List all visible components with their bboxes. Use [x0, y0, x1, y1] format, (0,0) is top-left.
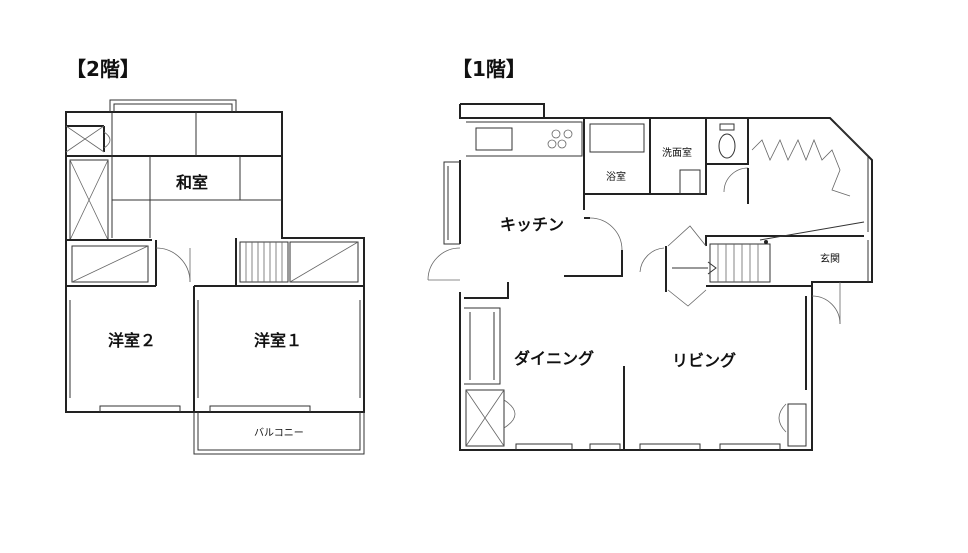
first-floor-walls: 浴室 洗面室 — [427, 103, 873, 451]
second-floor-walls — [65, 99, 365, 413]
first-floor-title: 【1階】 — [452, 57, 526, 81]
room-living-label: リビング — [672, 351, 736, 370]
room-yoshitsu2-label: 洋室２ — [108, 331, 156, 350]
second-floor-stairs — [239, 241, 289, 283]
second-floor-plan: 【2階】 — [65, 57, 365, 455]
balcony: バルコニー — [193, 412, 365, 455]
room-washitsu-label: 和室 — [176, 173, 208, 192]
first-floor-plan: 【1階】 浴室 洗面室 — [427, 57, 873, 451]
room-yoshitsu1-label: 洋室１ — [254, 331, 302, 350]
second-floor-title: 【2階】 — [66, 57, 140, 81]
balcony-label: バルコニー — [254, 427, 304, 439]
room-entrance-label: 玄関 — [820, 252, 840, 265]
room-dining-label: ダイニング — [514, 349, 594, 368]
room-kitchen-label: キッチン — [500, 215, 564, 234]
room-bath-label: 浴室 — [606, 170, 626, 183]
room-washroom-label: 洗面室 — [662, 146, 692, 159]
first-floor-stairs — [665, 221, 865, 292]
